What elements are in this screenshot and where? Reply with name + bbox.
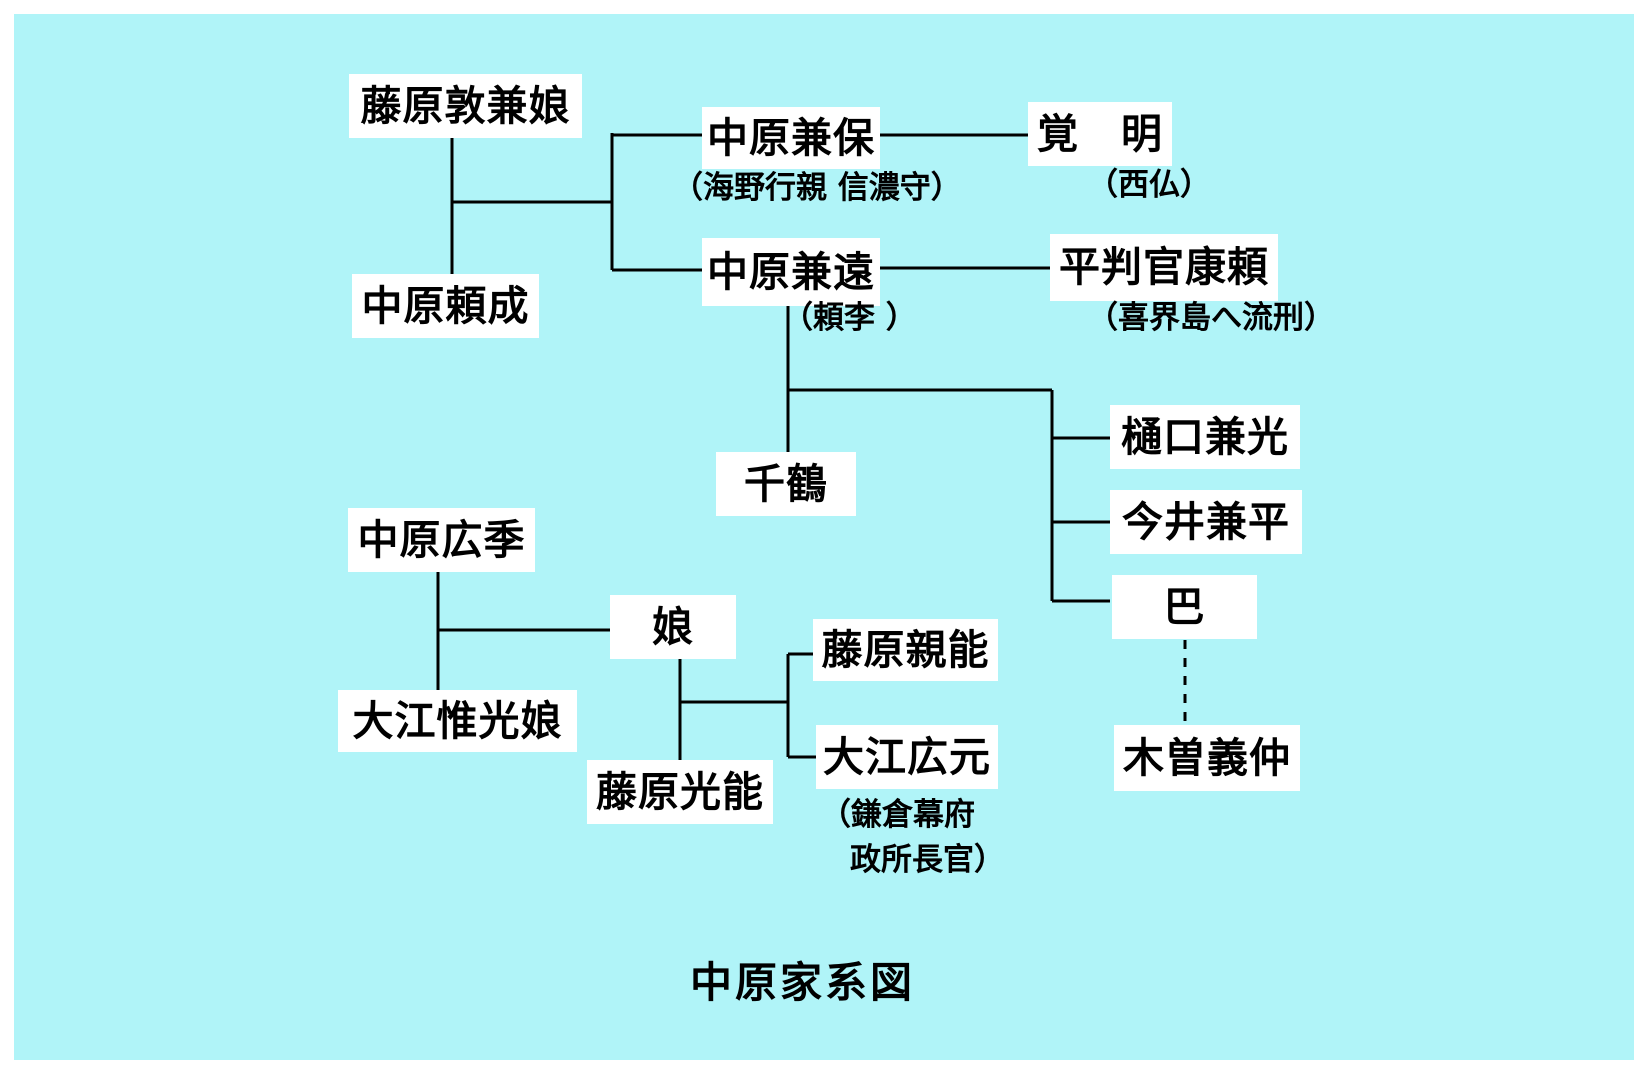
note-kaneyasu: （海野行親 信濃守） [672,170,962,206]
person-oe-koremitsu-musume: 大江惟光娘 [338,690,577,752]
person-nakahara-yorinari: 中原頼成 [352,274,539,338]
connector-kanetoo-children [788,388,1110,603]
note-kakumyo: （西仏） [1087,167,1211,203]
person-chizuru: 千鶴 [716,452,856,516]
person-fujiwara-atsukane-musume: 藤原敦兼娘 [349,74,582,138]
connector-mitsuyoshi-children [680,652,816,759]
person-imai-kanehira: 今井兼平 [1110,490,1302,554]
person-higuchi-kanemitsu: 樋口兼光 [1110,405,1300,469]
person-fujiwara-chikayoshi: 藤原親能 [813,619,998,681]
person-nakahara-kanetoo: 中原兼遠 [702,238,880,306]
diagram-title: 中原家系図 [690,958,916,1007]
connector-children-bracket [610,133,702,272]
note-hiromoto-line1: （鎌倉幕府 [820,797,975,833]
person-nakahara-hirosue: 中原広季 [348,508,535,572]
person-fujiwara-mitsuyoshi: 藤原光能 [587,760,773,824]
note-kanetoo: （頼李 ） [782,300,917,336]
person-tomoe: 巴 [1112,575,1257,639]
person-musume: 娘 [610,595,736,659]
person-kakumyo: 覚 明 [1028,102,1172,166]
note-yasuyori: （喜界島へ流刑） [1087,300,1335,336]
diagram-background [14,14,1634,1060]
person-nakahara-kaneyasu: 中原兼保 [702,107,880,169]
person-oe-hiromoto: 大江広元 [816,725,998,789]
person-taira-yasuyori: 平判官康頼 [1050,234,1278,301]
note-hiromoto-line2: 政所長官） [850,842,1005,878]
person-kiso-yoshinaka: 木曽義仲 [1114,725,1300,791]
